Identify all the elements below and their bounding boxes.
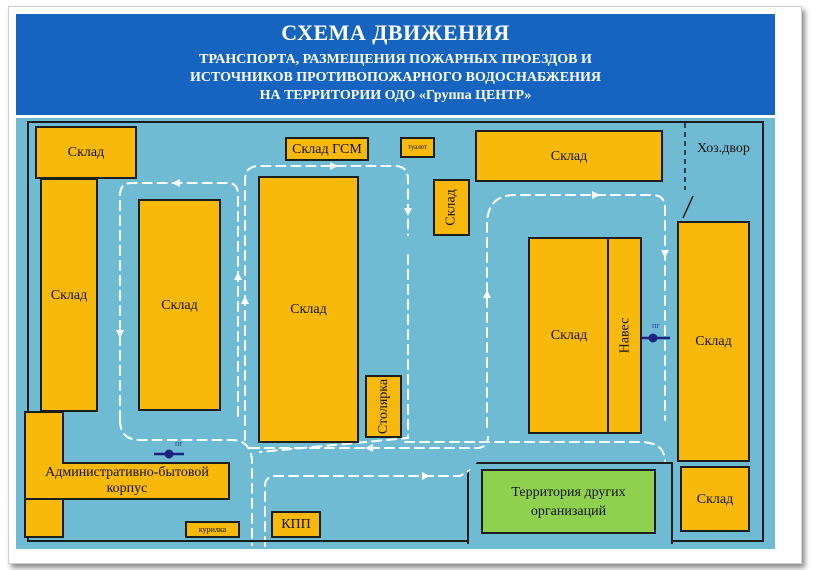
fuel-warehouse: Склад ГСМ — [285, 137, 369, 161]
fire-hydrant-icon — [154, 449, 184, 459]
warehouse-left-tall-label: Склад — [50, 287, 88, 303]
canopy-label: Навес — [617, 317, 633, 354]
warehouse-mid-left: Склад — [138, 199, 221, 411]
carpentry: Столярка — [365, 375, 402, 438]
admin-building: Административно-бытовой корпус — [24, 462, 230, 500]
warehouse-top-right-label: Склад — [550, 148, 588, 164]
hydrant-label-1: ПГ — [175, 442, 183, 448]
checkpoint: КПП — [271, 511, 321, 538]
warehouse-right-tall-label: Склад — [695, 334, 732, 349]
toilet-label: туалет — [407, 143, 428, 151]
warehouse-top-left: Склад — [35, 126, 137, 179]
smoking-area: курилка — [185, 521, 240, 538]
subtitle-line-3: НА ТЕРРИТОРИИ ОДО «Группа ЦЕНТР» — [259, 88, 532, 103]
warehouse-bottom-right-label: Склад — [696, 491, 734, 507]
other-territory-label: Территория других организаций — [511, 484, 626, 519]
warehouse-small-vertical-label: Склад — [444, 189, 459, 226]
warehouse-right-center-label: Склад — [550, 328, 588, 343]
subtitle-line-1: ТРАНСПОРТА, РАЗМЕЩЕНИЯ ПОЖАРНЫХ ПРОЕЗДОВ… — [199, 52, 592, 67]
warehouse-right-center: Склад — [528, 237, 610, 434]
fire-hydrant-icon — [642, 333, 670, 343]
warehouse-mid-left-label: Склад — [161, 297, 198, 313]
toilet: туалет — [400, 137, 435, 158]
admin-building-label: Административно-бытовой корпус — [45, 465, 209, 496]
warehouse-center-label: Склад — [290, 302, 327, 317]
site-boundary — [27, 121, 764, 542]
warehouse-right-tall: Склад — [677, 221, 750, 462]
canopy: Навес — [607, 237, 642, 434]
page-subtitle: ТРАНСПОРТА, РАЗМЕЩЕНИЯ ПОЖАРНЫХ ПРОЕЗДОВ… — [16, 51, 775, 105]
other-territory: Территория других организаций — [481, 469, 656, 534]
subtitle-line-2: ИСТОЧНИКОВ ПРОТИВОПОЖАРНОГО ВОДОСНАБЖЕНИ… — [190, 70, 601, 85]
page-title: СХЕМА ДВИЖЕНИЯ — [281, 20, 510, 45]
admin-building-joint — [26, 462, 62, 466]
smoking-area-label: курилка — [198, 525, 227, 534]
hydrant-label-2: ПГ — [652, 324, 660, 330]
fuel-warehouse-label: Склад ГСМ — [292, 141, 362, 157]
warehouse-top-right: Склад — [475, 130, 663, 182]
warehouse-top-left-label: Склад — [67, 145, 105, 160]
warehouse-small-vertical: Склад — [433, 179, 470, 236]
hoz-dvor-label: Хоз.двор — [697, 141, 750, 156]
warehouse-left-tall: Склад — [40, 178, 98, 412]
header-banner: СХЕМА ДВИЖЕНИЯ ТРАНСПОРТА, РАЗМЕЩЕНИЯ ПО… — [16, 14, 775, 115]
carpentry-label: Столярка — [376, 378, 392, 435]
warehouse-bottom-right: Склад — [680, 466, 750, 532]
warehouse-center: Склад — [258, 176, 359, 443]
checkpoint-label: КПП — [281, 517, 311, 532]
